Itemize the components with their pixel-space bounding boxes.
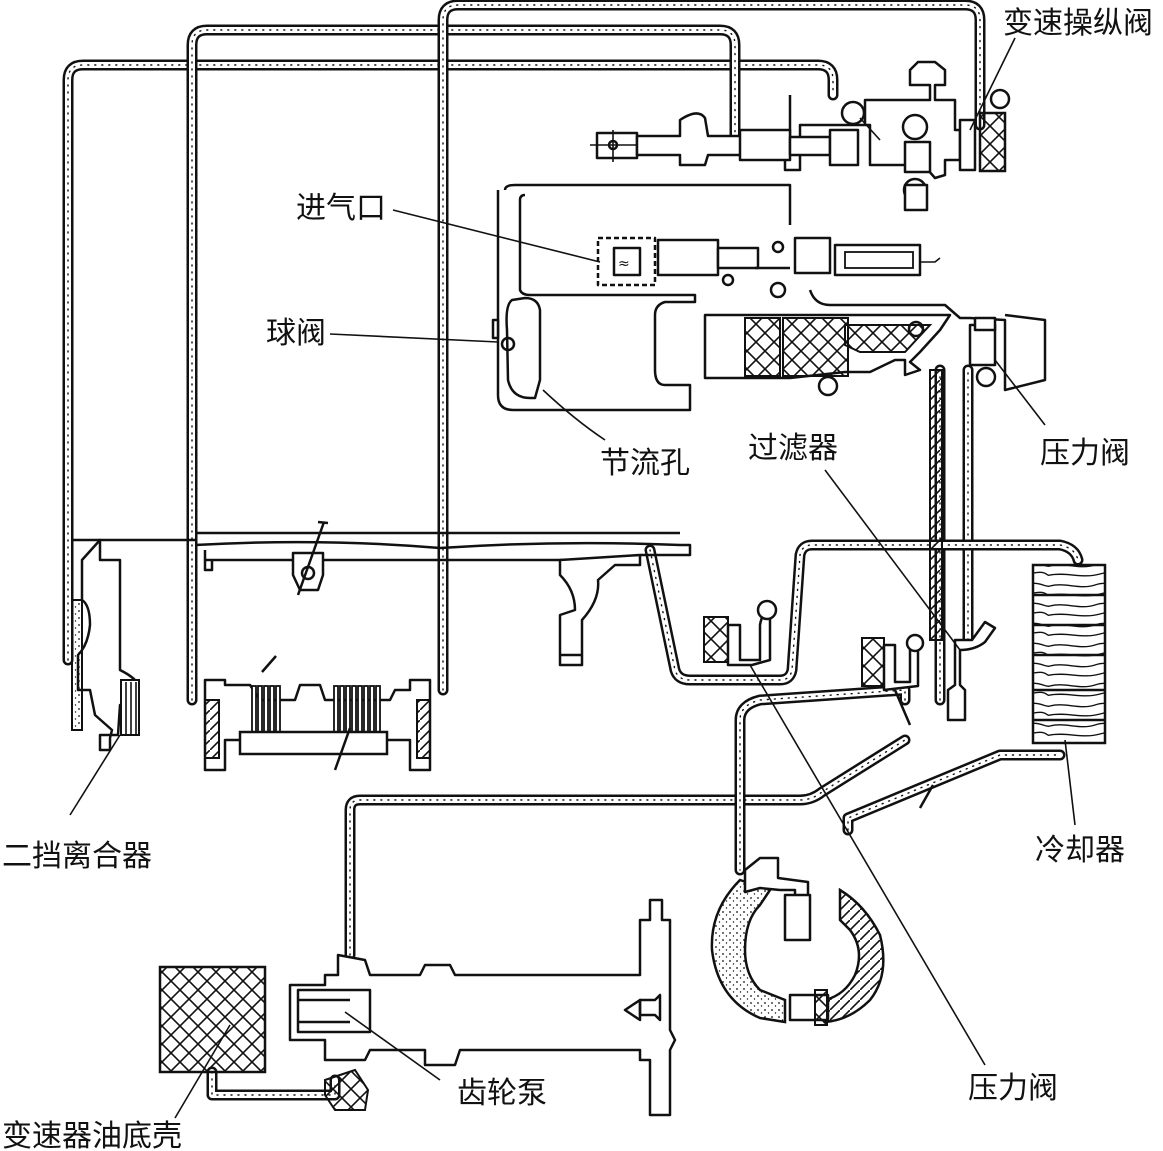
ball-valve-loop	[491, 190, 697, 412]
clutch-plate	[257, 685, 263, 733]
label-ball-valve: 球阀	[266, 316, 326, 351]
cooler	[1031, 563, 1107, 745]
basin-valves	[703, 599, 925, 726]
oil-pipe	[206, 1066, 341, 1101]
label-air-inlet: 进气口	[296, 191, 386, 226]
clutch-plate	[263, 685, 269, 733]
clutch-plate	[251, 685, 257, 733]
filter	[929, 369, 997, 722]
clutch-plate	[369, 685, 375, 733]
labels: 变速操纵阀 进气口 球阀 节流孔 过滤器 压力阀 二挡离合器 冷却器 齿轮泵 变…	[2, 6, 1153, 1151]
clutch-plate	[351, 685, 357, 733]
label-pressure-valve-upper: 压力阀	[1040, 436, 1130, 471]
oil-pipe	[62, 59, 839, 666]
second-gear-clutch-assembly	[71, 538, 195, 752]
clutch-pack	[194, 520, 692, 772]
label-orifice: 节流孔	[600, 446, 690, 481]
transmission-oil-pan	[158, 965, 267, 1074]
clutch-plate	[269, 685, 275, 733]
label-second-gear-clutch: 二挡离合器	[2, 839, 152, 874]
shift-control-valve	[590, 60, 1011, 212]
gear-pump	[288, 898, 677, 1117]
oil-pipe	[842, 749, 1066, 836]
oil-pipe	[437, 0, 986, 696]
oil-pipe	[344, 734, 911, 961]
lower-pressure-valve	[710, 784, 935, 1026]
label-gear-pump: 齿轮泵	[457, 1076, 547, 1111]
label-cooler: 冷却器	[1035, 833, 1125, 868]
label-shift-control-valve: 变速操纵阀	[1003, 6, 1153, 41]
label-filter: 过滤器	[748, 431, 838, 466]
leader-lines	[69, 37, 1076, 1119]
clutch-plate	[275, 685, 281, 733]
pressure-valve-assembly	[703, 289, 1047, 397]
clutch-plate	[339, 685, 345, 733]
clutch-plate	[357, 685, 363, 733]
oil-pipe	[644, 539, 1084, 686]
clutch-plate	[363, 685, 369, 733]
clutch-plate	[345, 685, 351, 733]
clutch-plate	[375, 685, 381, 733]
oil-pipe	[186, 24, 741, 706]
oil-pipe	[734, 684, 911, 876]
air-inlet-valve: ≈	[503, 183, 941, 299]
svg-text:≈: ≈	[618, 256, 630, 272]
clutch-plate	[333, 685, 339, 733]
label-pressure-valve-lower: 压力阀	[968, 1071, 1058, 1106]
label-transmission-oil-pan: 变速器油底壳	[2, 1119, 182, 1151]
